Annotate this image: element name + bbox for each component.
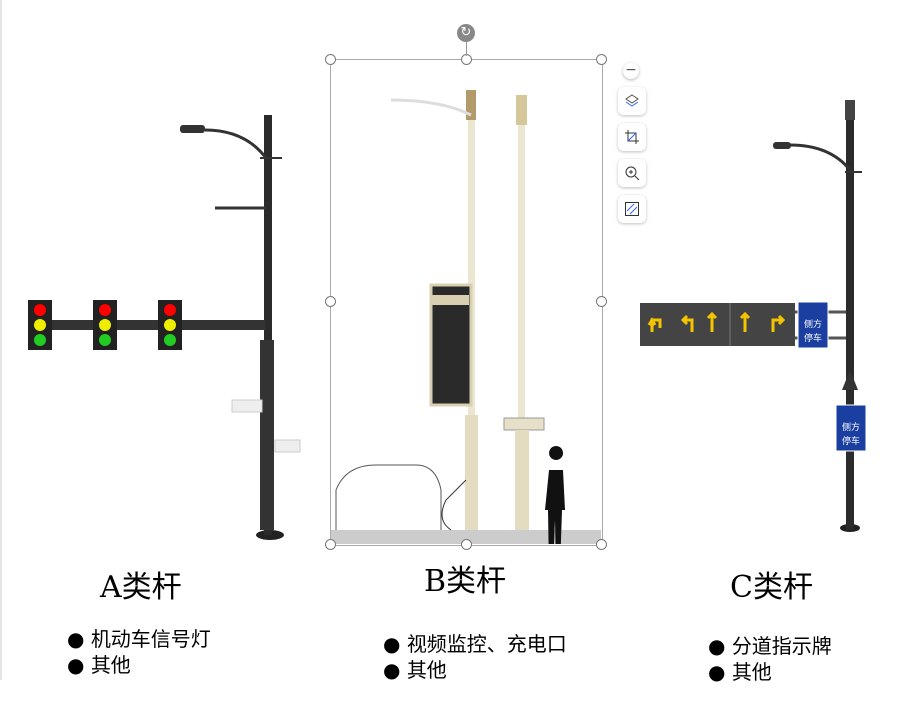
pole-c-title: C类杆 (730, 570, 813, 605)
fill-button[interactable] (618, 195, 646, 223)
fill-icon (625, 202, 639, 216)
svg-text:停车: 停车 (842, 435, 860, 447)
selection-box[interactable] (330, 59, 603, 546)
rotate-connector (466, 42, 467, 56)
pole-a-image (28, 115, 301, 540)
crop-button[interactable] (618, 123, 646, 151)
left-border (0, 0, 2, 680)
layers-button[interactable] (618, 87, 646, 115)
rotate-handle-icon[interactable]: ↻ (457, 24, 475, 42)
zoom-in-icon (625, 166, 640, 181)
resize-handle[interactable] (596, 296, 607, 307)
pole-c-features: 分道指示牌其他 (708, 633, 832, 685)
layers-icon (625, 94, 639, 107)
resize-handle[interactable] (461, 539, 472, 550)
resize-handle[interactable] (325, 296, 336, 307)
pole-b-title: B类杆 (424, 564, 507, 599)
traffic-light-icon (28, 300, 182, 350)
side-parking-sign: 侧方 停车 侧方 停车 (797, 301, 867, 452)
zoom-in-button[interactable] (618, 159, 646, 187)
resize-handle[interactable] (596, 54, 607, 65)
pole-b-image (331, 90, 601, 544)
pole-a-title: A类杆 (100, 570, 182, 605)
pole-c-image: 侧方 停车 侧方 停车 (640, 100, 867, 532)
resize-handle[interactable] (325, 54, 336, 65)
pole-a-features: 机动车信号灯其他 (67, 626, 211, 678)
resize-handle[interactable] (325, 539, 336, 550)
pole-b-features: 视频监控、充电口其他 (383, 631, 567, 683)
crop-icon (625, 130, 639, 144)
svg-text:停车: 停车 (804, 332, 822, 344)
resize-handle[interactable] (596, 539, 607, 550)
svg-text:侧方: 侧方 (842, 421, 860, 433)
collapse-icon[interactable]: − (623, 63, 639, 79)
svg-text:侧方: 侧方 (804, 318, 822, 330)
